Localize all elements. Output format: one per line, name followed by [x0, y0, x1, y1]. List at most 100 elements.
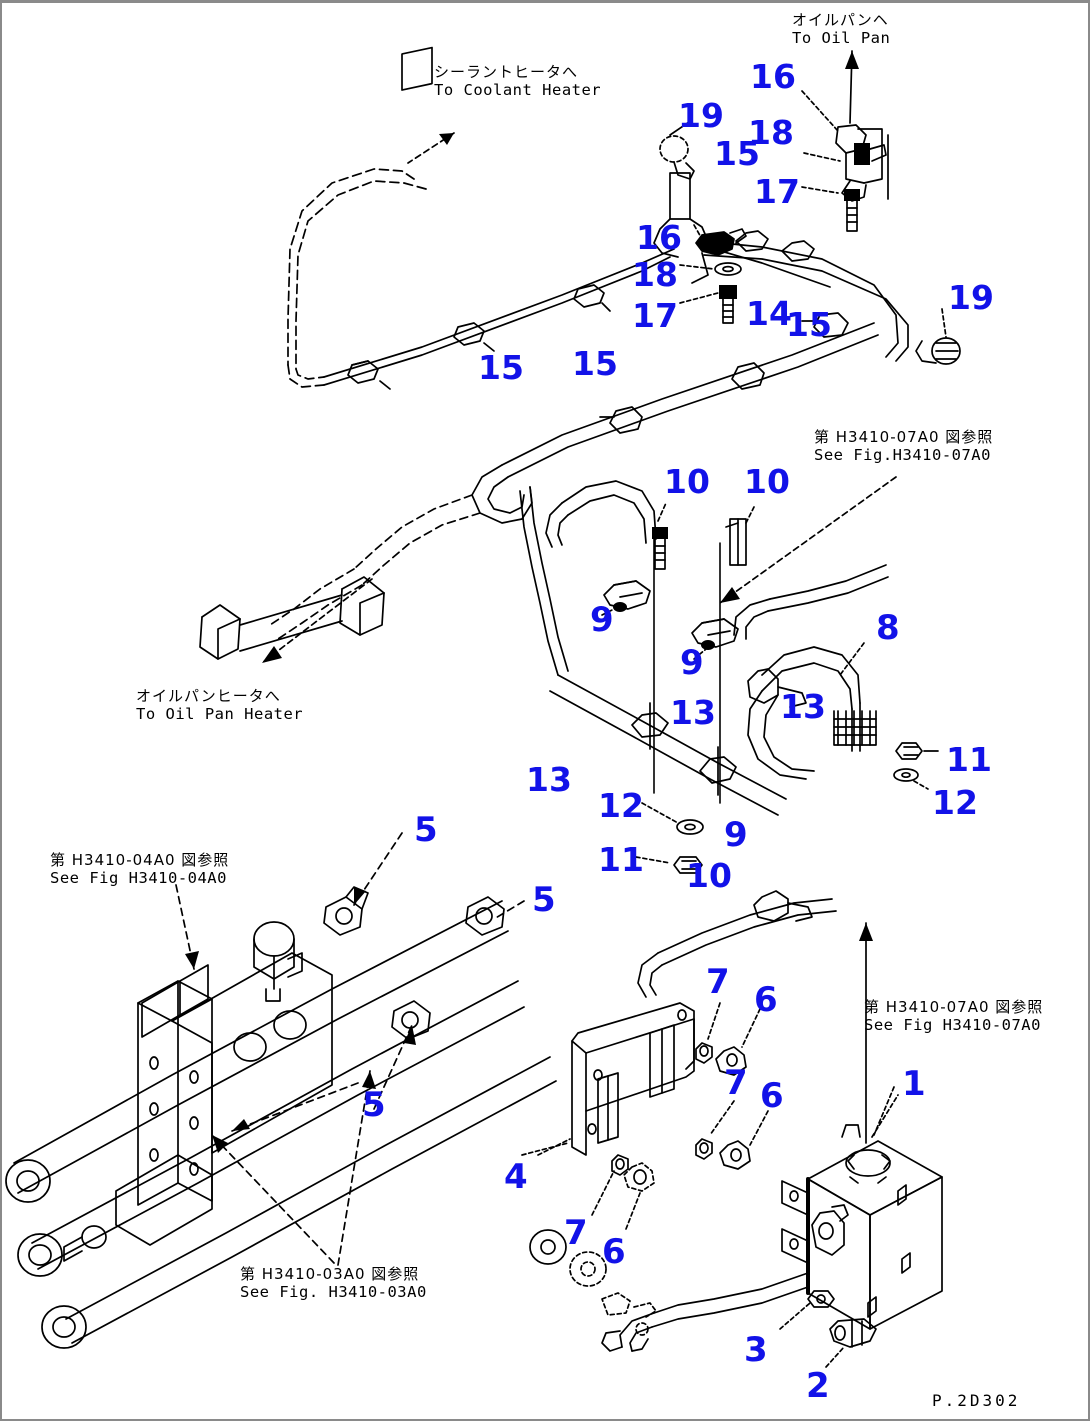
chassis-frame-main [13, 900, 557, 1344]
tank-mounting-brackets [781, 1180, 809, 1264]
annotation-en-line: To Coolant Heater [434, 81, 602, 100]
tank-side-valve [811, 1204, 849, 1256]
oil-pan-hose-right [701, 240, 909, 362]
callout-number-1: 1 [902, 1064, 926, 1104]
callout-number-5: 5 [362, 1085, 386, 1125]
callout-number-6: 6 [754, 980, 778, 1020]
callout-number-13: 13 [526, 760, 572, 799]
coolant-heater-connector-block [401, 46, 433, 91]
callout-number-13: 13 [670, 693, 716, 732]
chassis-angled-panel [171, 952, 333, 1154]
annotation-en-line: To Oil Pan Heater [136, 705, 304, 724]
ref-07a0-hose [733, 564, 889, 640]
callout-number-7: 7 [724, 1063, 748, 1103]
upper-hose-main-left [323, 248, 675, 386]
right-s-hose [747, 690, 815, 780]
small-fitting-bottom [601, 1292, 657, 1336]
center-long-hose-upper [637, 898, 837, 998]
annotation-en-line: See Fig H3410-04A0 [50, 869, 227, 888]
callout-number-17: 17 [632, 296, 678, 335]
callout-number-6: 6 [760, 1076, 784, 1116]
callout-number-2: 2 [806, 1366, 830, 1406]
center-bracket [571, 1002, 695, 1156]
bolt-7-lower [611, 1154, 629, 1176]
callout-number-4: 4 [504, 1157, 528, 1197]
callout-number-9: 9 [724, 815, 748, 855]
ref-03a0-arrow-a [211, 1134, 335, 1264]
callout-number-12: 12 [598, 786, 644, 825]
callout-number-10: 10 [664, 462, 710, 501]
nut-6-upper [715, 1046, 747, 1076]
plug-fitting-2 [829, 1318, 877, 1348]
annotation-jp-line: オイルパンヒータへ [136, 687, 281, 705]
callout-number-19: 19 [678, 96, 724, 135]
tank-filler-cap [845, 1149, 891, 1184]
clamp-13-mid [699, 746, 737, 796]
bolt-7-middle [695, 1138, 713, 1160]
callout-number-19: 19 [948, 278, 994, 317]
callout-number-18: 18 [748, 113, 794, 152]
ref-03a0-arrow-b [337, 1070, 371, 1266]
drawing-number: P.2D302 [932, 1391, 1021, 1410]
chassis-upper-hinge [253, 921, 303, 1002]
washer-disc-b [569, 1251, 607, 1287]
chassis-pivot-ends [5, 1159, 87, 1349]
hose-clamp-15-mid-right [731, 362, 765, 390]
center-hose-arch [545, 480, 657, 548]
hose-connector-bottom [753, 890, 813, 922]
tank-handle [841, 1124, 861, 1138]
callout-number-9: 9 [680, 643, 704, 683]
callout-number-16: 16 [750, 57, 796, 96]
chassis-pin-detail [63, 1225, 107, 1262]
callout-number-11: 11 [598, 840, 644, 879]
callout-number-18: 18 [632, 255, 678, 294]
ref-07a0-arrow [719, 476, 897, 604]
nut-3 [807, 1290, 835, 1308]
bolt-17-right [844, 189, 860, 232]
chassis-top-plate [141, 964, 209, 1038]
eye-bolt-19-right [915, 337, 961, 365]
callout-number-3: 3 [744, 1330, 768, 1370]
washer-12-left [676, 819, 704, 835]
bolt-10-left [652, 502, 668, 570]
annotation-jp-line: 第 H3410-03A0 図参照 [240, 1265, 420, 1283]
callout-number-9: 9 [590, 600, 614, 640]
annotation-en-line: See Fig.H3410-07A0 [814, 446, 991, 465]
bolt-7-upper [695, 1042, 713, 1064]
callout-number-11: 11 [946, 740, 992, 779]
washer-12-right [893, 768, 919, 782]
clamp-9-lower [691, 618, 739, 660]
hose-clamp-15-a [347, 360, 391, 390]
nut-11-left [673, 856, 703, 874]
callout-number-10: 10 [744, 462, 790, 501]
washer-disc-a [529, 1229, 567, 1265]
callout-number-8: 8 [876, 608, 900, 648]
left-descending-hose [471, 464, 569, 676]
item5-leader-b [493, 900, 525, 920]
annotation-en-line: See Fig. H3410-03A0 [240, 1283, 427, 1302]
callout-number-15: 15 [478, 348, 524, 387]
clamp-13-left [631, 702, 669, 750]
callout-number-5: 5 [414, 810, 438, 850]
clamp-rail-a [735, 230, 769, 252]
annotation-jp-line: オイルパンヘ [792, 11, 889, 29]
annotation-jp-line: シーラントヒータへ [434, 63, 579, 81]
callout-number-15: 15 [714, 134, 760, 173]
tank-corner-tabs [867, 1184, 911, 1318]
hose-clamp-8 [833, 710, 877, 746]
hose-clamp-15-mid-left [599, 406, 643, 434]
callout-number-6: 6 [602, 1232, 626, 1272]
bolt-17-center [719, 285, 737, 324]
eye-bolt-19-left [659, 135, 695, 180]
nut-6-lower [623, 1162, 655, 1192]
callout-number-5: 5 [532, 880, 556, 920]
callout-number-13: 13 [780, 687, 826, 726]
item5-leader-c [373, 1024, 413, 1110]
callout-number-10: 10 [686, 856, 732, 895]
